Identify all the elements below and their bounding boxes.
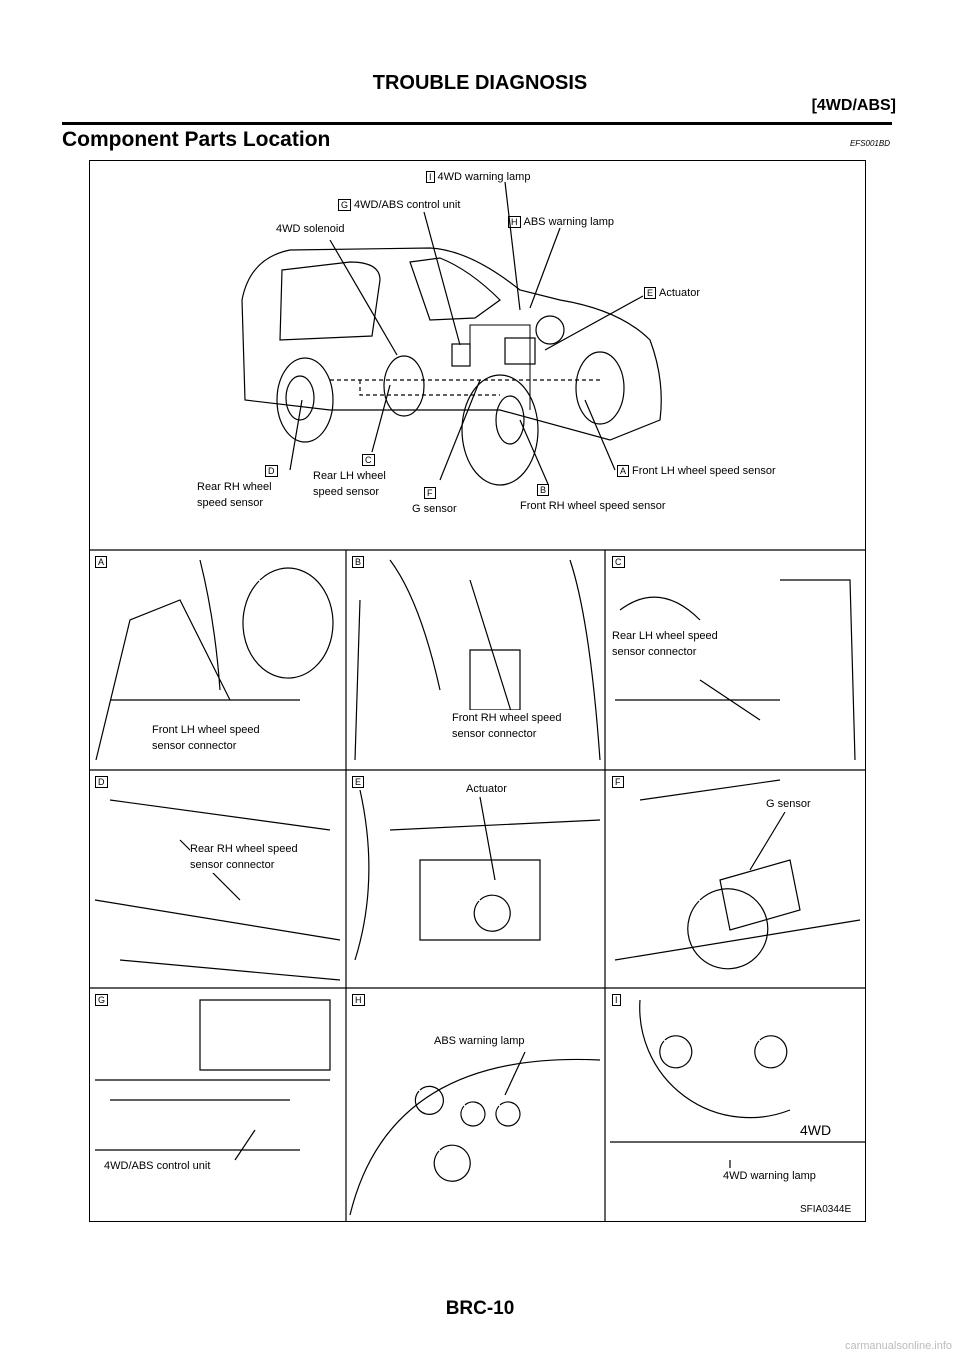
page-header-title: TROUBLE DIAGNOSIS	[372, 72, 588, 94]
callout-front-lh-connector: Front LH wheel speed sensor connector	[152, 722, 272, 754]
panel-key-g: G	[95, 994, 109, 1006]
label-text: 4WD/ABS control unit	[354, 199, 461, 211]
label-key: E	[644, 287, 657, 299]
label-text: G sensor	[412, 503, 457, 515]
label-text: Rear RH wheel speed sensor	[197, 481, 272, 509]
section-code: EFS001BD	[849, 139, 890, 148]
callout-actuator: Actuator	[466, 781, 507, 797]
section-title: Component Parts Location	[62, 128, 331, 151]
label-g-sensor: F G sensor	[412, 485, 457, 517]
page-number: BRC-10	[445, 1298, 515, 1319]
header-rule	[62, 122, 892, 125]
label-text: Actuator	[659, 287, 700, 299]
panel-key-c: C	[612, 556, 625, 568]
label-text: Front LH wheel speed sensor	[632, 465, 776, 477]
label-key: I	[426, 171, 435, 183]
label-text: ABS warning lamp	[523, 216, 615, 228]
panel-key-a: A	[95, 556, 108, 568]
label-text: Front RH wheel speed sensor	[520, 500, 666, 512]
callout-g-sensor: G sensor	[766, 796, 811, 812]
panel-key-f: F	[612, 776, 624, 788]
label-4wd-solenoid: 4WD solenoid	[276, 223, 345, 235]
label-key: D	[265, 465, 278, 477]
label-key: B	[537, 484, 550, 496]
label-key: H	[508, 216, 521, 228]
label-text: 4WD warning lamp	[437, 171, 531, 183]
panel-key-e: E	[352, 776, 365, 788]
callout-4wd-warning-lamp: 4WD warning lamp	[723, 1168, 816, 1184]
label-key: F	[424, 487, 436, 499]
4wd-indicator-text: 4WD	[800, 1122, 832, 1138]
label-key: C	[362, 454, 375, 466]
panel-key-h: H	[352, 994, 365, 1006]
page-header-subtitle: [4WD/ABS]	[811, 97, 896, 114]
callout-rear-lh-connector: Rear LH wheel speed sensor connector	[612, 628, 732, 660]
label-front-rh-sensor: B Front RH wheel speed sensor	[520, 482, 666, 514]
panel-key-b: B	[352, 556, 365, 568]
callout-front-rh-connector: Front RH wheel speed sensor connector	[452, 710, 572, 742]
callout-abs-warning-lamp: ABS warning lamp	[434, 1033, 525, 1049]
label-key: A	[617, 465, 630, 477]
panel-key-d: D	[95, 776, 108, 788]
callout-control-unit: 4WD/ABS control unit	[104, 1158, 211, 1174]
label-rear-lh-sensor: C Rear LH wheel speed sensor	[313, 452, 403, 500]
panel-key-i: I	[612, 994, 621, 1006]
figure-code: SFIA0344E	[800, 1204, 852, 1215]
callout-rear-rh-connector: Rear RH wheel speed sensor connector	[190, 841, 310, 873]
watermark: carmanualsonline.info	[844, 1340, 952, 1352]
label-key: G	[338, 199, 352, 211]
label-text: Rear LH wheel speed sensor	[313, 470, 386, 498]
figure-frame	[89, 160, 866, 1222]
label-rear-rh-sensor: D Rear RH wheel speed sensor	[197, 463, 292, 511]
